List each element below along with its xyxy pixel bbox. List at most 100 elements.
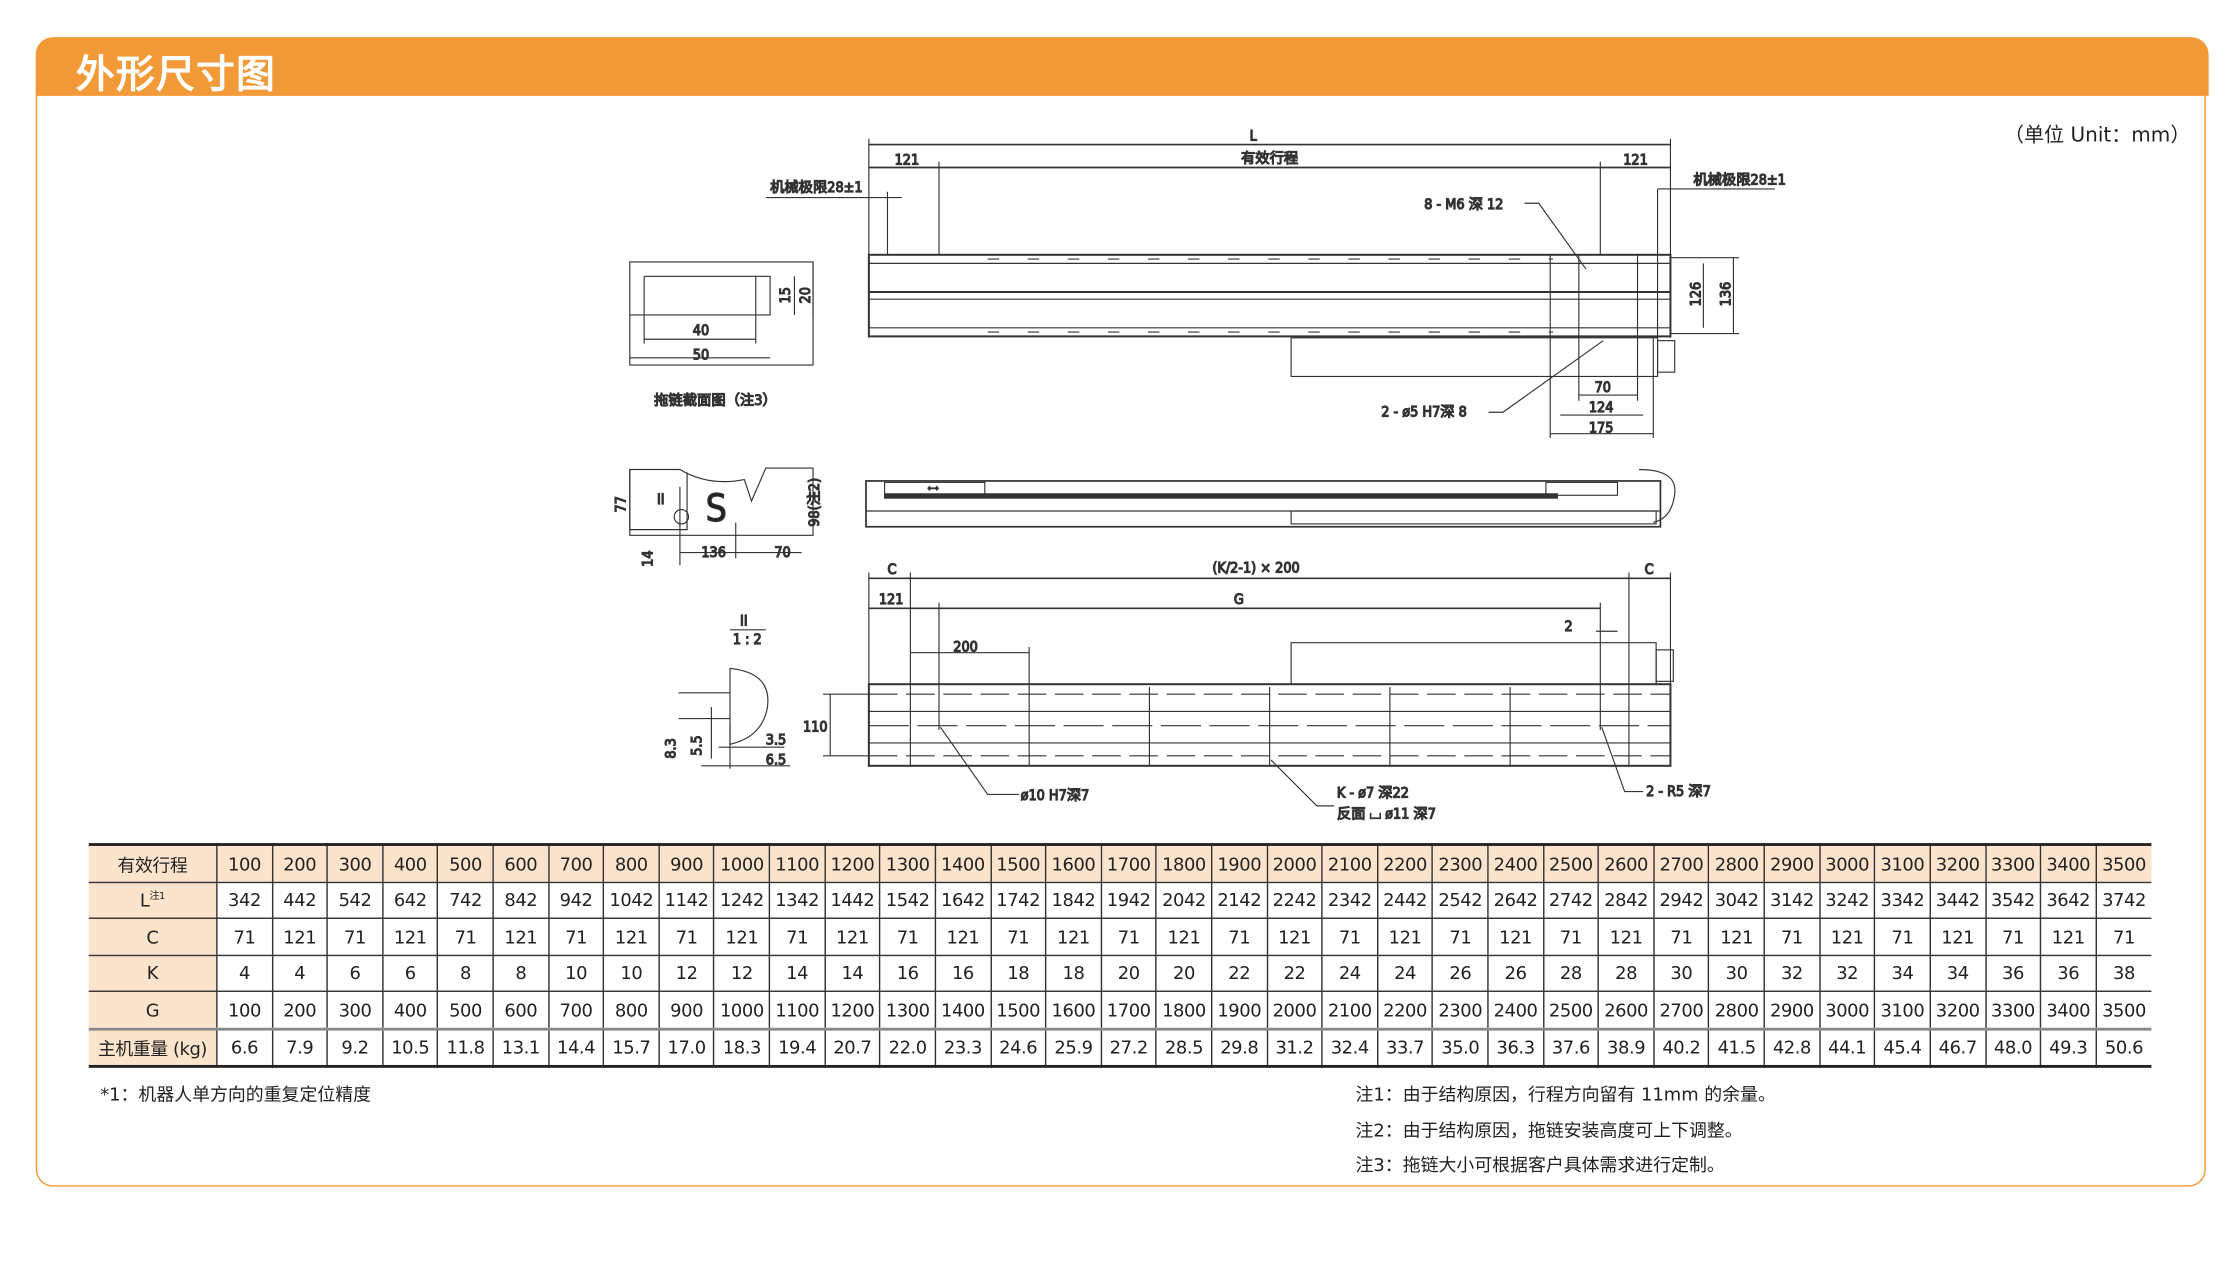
table-cell: 1742 — [989, 881, 1047, 919]
table-cell: 22 — [1210, 954, 1268, 992]
table-cell: 35.0 — [1431, 1027, 1489, 1068]
table-cell: 7.9 — [271, 1027, 329, 1068]
table-cell: 10 — [603, 954, 660, 992]
table-cell: 300 — [326, 843, 384, 883]
row-label: C — [88, 917, 218, 956]
dim-70b: 70 — [774, 545, 790, 561]
table-cell: 121 — [824, 917, 881, 956]
row-label-text: L — [139, 889, 150, 911]
table-cell: 121 — [1487, 917, 1544, 956]
table-cell: 342 — [216, 881, 273, 919]
table-cell: 3500 — [2095, 990, 2152, 1030]
note-2: 注2：由于结构原因，拖链安装高度可上下调整。 — [1355, 1119, 1743, 1141]
table-cell: 2342 — [1321, 881, 1379, 919]
table-cell: 71 — [1653, 917, 1710, 956]
table-cell: 34 — [1874, 954, 1931, 992]
table-cell: 1042 — [603, 881, 660, 919]
end-view: S 136 70 77 14 98(注2) II — [613, 467, 823, 567]
table-cell: 2100 — [1321, 990, 1379, 1030]
table-cell: 12 — [713, 954, 771, 992]
table-cell: 26 — [1431, 954, 1489, 992]
table-cell: 2800 — [1708, 843, 1765, 883]
row-label: 有效行程 — [88, 843, 218, 883]
table-cell: 642 — [381, 881, 439, 919]
table-cell: 71 — [1431, 917, 1489, 956]
dim-5-5: 5.5 — [689, 735, 705, 755]
table-cell: 121 — [1045, 917, 1102, 956]
table-cell: 121 — [1597, 917, 1655, 956]
table-cell: 200 — [271, 990, 329, 1030]
dim-6-5: 6.5 — [766, 752, 786, 768]
dim-121-left: 121 — [895, 153, 920, 169]
table-cell: 2300 — [1431, 843, 1489, 883]
table-cell: 2500 — [1542, 990, 1600, 1030]
table-cell: 2642 — [1487, 881, 1544, 919]
detail-II-view: II 1 : 2 8.3 5.5 3.5 6.5 — [663, 613, 791, 769]
table-cell: 3142 — [1763, 881, 1821, 919]
table-cell: 3300 — [1984, 843, 2042, 883]
table-cell: 3300 — [1984, 990, 2042, 1030]
chain-s-glyph: S — [706, 486, 727, 530]
table-cell: 71 — [1210, 917, 1268, 956]
table-cell: 20.7 — [824, 1027, 881, 1068]
table-cell: 500 — [437, 843, 494, 883]
table-cell: 71 — [1100, 917, 1158, 956]
table-cell: 71 — [989, 917, 1047, 956]
table-cell: 71 — [879, 917, 937, 956]
table-cell: 1900 — [1210, 990, 1268, 1030]
dim-121-bottom: 121 — [879, 592, 904, 608]
table-cell: 121 — [271, 917, 329, 956]
table-cell: 1500 — [989, 843, 1047, 883]
table-cell: 3000 — [1818, 990, 1876, 1030]
table-cell: 1100 — [768, 843, 826, 883]
table-cell: 1542 — [879, 881, 937, 919]
row-label-text: G — [145, 998, 160, 1021]
table-cell: 29.8 — [1210, 1027, 1268, 1068]
table-cell: 2700 — [1653, 990, 1710, 1030]
table-cell: 121 — [1708, 917, 1765, 956]
table-cell: 36.3 — [1487, 1027, 1544, 1068]
table-cell: 2200 — [1376, 843, 1434, 883]
table-cell: 2042 — [1155, 881, 1213, 919]
footnote: *1：机器人单方向的重复定位精度 — [100, 1083, 372, 1106]
table-cell: 71 — [326, 917, 384, 956]
table-cell: 800 — [603, 843, 660, 883]
dim-136b: 136 — [701, 545, 726, 561]
table-cell: 3100 — [1874, 843, 1931, 883]
table-cell: 2542 — [1431, 881, 1489, 919]
table-cell: 1600 — [1045, 990, 1102, 1030]
l-note-mark: 注1 — [149, 890, 165, 903]
table-cell: 32 — [1818, 954, 1876, 992]
table-cell: 1500 — [989, 990, 1047, 1030]
table-cell: 71 — [216, 917, 273, 956]
dim-136: 136 — [1719, 282, 1735, 307]
table-cell: 12 — [658, 954, 715, 992]
table-cell: 900 — [658, 990, 715, 1030]
table-cell: 4 — [271, 954, 329, 992]
row-label-text: K — [146, 962, 159, 984]
row-label: L注1 — [88, 881, 218, 919]
table-cell: 1142 — [658, 881, 715, 919]
table-cell: 1342 — [768, 881, 826, 919]
table-cell: 24 — [1376, 954, 1434, 992]
table-cell: 1900 — [1210, 843, 1268, 883]
m6-label: 8 - M6 深 12 — [1424, 196, 1503, 213]
table-cell: 1842 — [1045, 881, 1102, 919]
table-cell: 15.7 — [603, 1027, 660, 1068]
table-cell: 1300 — [879, 990, 937, 1030]
table-cell: 600 — [492, 843, 550, 883]
table-cell: 38.9 — [1597, 1027, 1655, 1068]
table-cell: 9.2 — [326, 1027, 384, 1068]
table-cell: 1200 — [824, 843, 881, 883]
table-cell: 300 — [326, 990, 384, 1030]
dim-3-5: 3.5 — [766, 732, 786, 748]
table-cell: 2900 — [1763, 990, 1821, 1030]
table-cell: 1000 — [713, 990, 771, 1030]
table-cell: 71 — [1984, 917, 2042, 956]
